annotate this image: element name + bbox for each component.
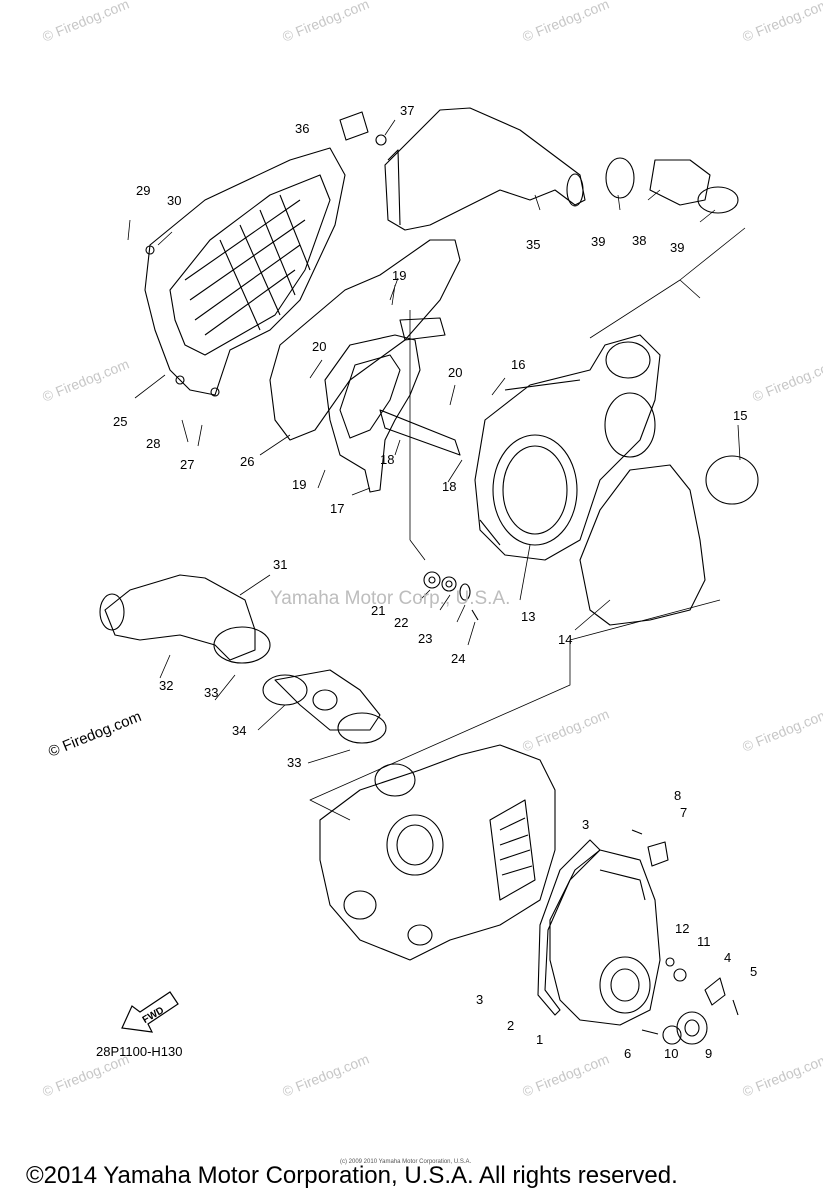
copyright-footer: ©2014 Yamaha Motor Corporation, U.S.A. A…: [26, 1162, 678, 1189]
gasket-14: [579, 464, 706, 626]
callout: 24: [451, 651, 466, 666]
callout: 35: [526, 237, 541, 252]
callout: 19: [392, 268, 407, 283]
callout: 7: [680, 805, 688, 820]
bolt-37: [375, 134, 387, 146]
callout: 20: [312, 339, 327, 354]
callout: 12: [675, 921, 690, 936]
plate-36: [339, 111, 369, 141]
crankcase-cover-13: [474, 334, 661, 561]
fine-print: (c) 2009 2010 Yamaha Motor Corporation, …: [340, 1159, 472, 1165]
boot-38: [649, 159, 711, 206]
fwd-arrow-icon: [121, 991, 179, 1033]
callout: 19: [292, 477, 307, 492]
bracket-17: [324, 317, 461, 493]
callout: 4: [724, 950, 732, 965]
callout: 3: [476, 992, 484, 1007]
callout: 29: [136, 183, 151, 198]
callout: 8: [674, 788, 682, 803]
callout: 14: [558, 632, 573, 647]
callout: 37: [400, 103, 415, 118]
callout: 5: [750, 964, 758, 979]
center-watermark: Yamaha Motor Corp., U.S.A.: [270, 588, 511, 609]
callout: 6: [624, 1046, 632, 1061]
callout: 1: [536, 1032, 544, 1047]
crankcase-part: [319, 744, 556, 961]
callout: 2: [507, 1018, 515, 1033]
callout: 26: [240, 454, 255, 469]
callout: 34: [232, 723, 247, 738]
callout: 16: [511, 357, 526, 372]
callout: 15: [733, 408, 748, 423]
callout: 11: [697, 934, 711, 949]
callout: 3: [582, 817, 590, 832]
callout: 32: [159, 678, 174, 693]
callout: 33: [204, 685, 219, 700]
clamp-39b: [697, 186, 739, 214]
callout: 28: [146, 436, 161, 451]
callout: 36: [295, 121, 310, 136]
callout: 20: [448, 365, 463, 380]
clamp-39a: [605, 157, 635, 199]
callout: 30: [167, 193, 182, 208]
fwd-label: FWD: [140, 1005, 167, 1026]
callout: 27: [180, 457, 195, 472]
callout: 22: [394, 615, 409, 630]
callout: 39: [670, 240, 685, 255]
air-duct-35: [384, 107, 586, 231]
callout: 21: [371, 603, 386, 618]
callout: 31: [273, 557, 288, 572]
callout: 13: [521, 609, 536, 624]
callout: 17: [330, 501, 345, 516]
callout: 33: [287, 755, 302, 770]
callout: 38: [632, 233, 647, 248]
generator-cover-1: [549, 849, 661, 1026]
boot-34: [262, 669, 387, 744]
callout: 25: [113, 414, 128, 429]
gasket-26: [269, 239, 461, 441]
callout: 10: [664, 1046, 679, 1061]
callout: 18: [380, 452, 395, 467]
callout: 9: [705, 1046, 713, 1061]
air-duct-31: [99, 574, 271, 664]
gasket-2: [537, 839, 601, 1016]
gasket-15: [705, 455, 759, 505]
diagram-code: 28P1100-H130: [96, 1044, 183, 1059]
outer-cover-part: [144, 147, 346, 397]
callout: 18: [442, 479, 457, 494]
fwd-indicator: FWD: [122, 998, 182, 1038]
callout: 39: [591, 234, 606, 249]
callout: 23: [418, 631, 433, 646]
